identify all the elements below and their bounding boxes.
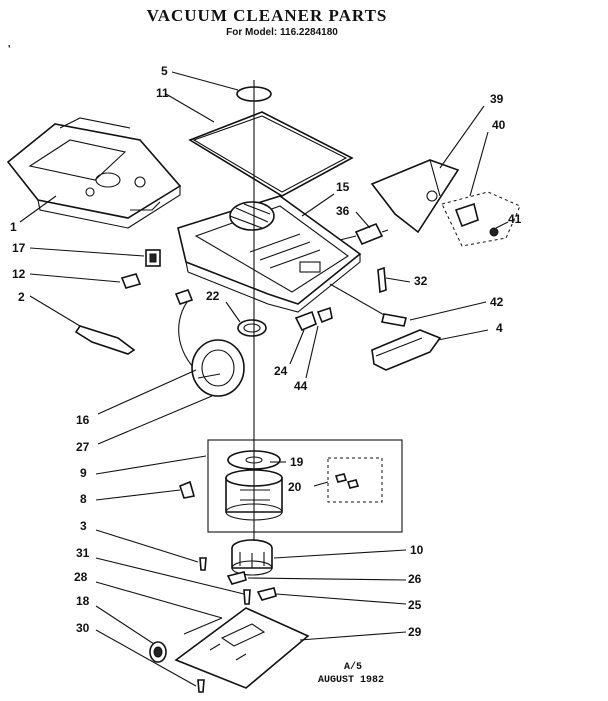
callout-17: 17 <box>12 241 26 255</box>
callout-40: 40 <box>492 118 506 132</box>
screw-part <box>294 266 387 332</box>
footer-date: AUGUST 1982 <box>318 675 385 686</box>
motor-box <box>207 439 403 533</box>
footer-code: A/5 <box>344 662 363 673</box>
callout-5: 5 <box>161 64 168 78</box>
model-number: For Model: 116.2284180 <box>226 27 338 38</box>
callout-8: 8 <box>80 492 87 506</box>
base-plate-part <box>174 607 310 689</box>
callout-32: 32 <box>414 274 428 288</box>
callout-12: 12 <box>12 267 26 281</box>
callout-16: 16 <box>76 413 90 427</box>
fan-part <box>231 539 273 576</box>
callout-44: 44 <box>294 379 308 393</box>
filter-part <box>370 159 521 247</box>
wheel-part <box>149 641 167 663</box>
callout-19: 19 <box>290 455 304 469</box>
callout-15: 15 <box>336 180 350 194</box>
callout-28: 28 <box>74 570 88 584</box>
callout-9: 9 <box>80 466 87 480</box>
screw-part <box>179 480 196 499</box>
callout-42: 42 <box>490 295 504 309</box>
screw-part <box>197 679 205 693</box>
callout-10: 10 <box>410 543 424 557</box>
callout-29: 29 <box>408 625 422 639</box>
callout-3: 3 <box>80 519 87 533</box>
callout-31: 31 <box>76 546 90 560</box>
callout-18: 18 <box>76 594 90 608</box>
callout-36: 36 <box>336 204 350 218</box>
cord-reel-part <box>174 289 267 397</box>
callout-30: 30 <box>76 621 90 635</box>
callout-1: 1 <box>10 220 17 234</box>
callout-20: 20 <box>288 480 302 494</box>
callout-25: 25 <box>408 598 422 612</box>
diagram-title: VACUUM CLEANER PARTS <box>146 6 388 25</box>
callout-4: 4 <box>496 321 503 335</box>
callout-27: 27 <box>76 440 90 454</box>
callout-22: 22 <box>206 289 220 303</box>
lid-part <box>6 117 182 229</box>
gasket-part <box>188 86 354 197</box>
switch-part <box>120 249 161 289</box>
leader-lines <box>19 71 509 687</box>
callout-11: 11 <box>156 86 169 100</box>
callout-24: 24 <box>274 364 288 378</box>
axle-part <box>183 617 223 635</box>
housing-part <box>177 195 362 313</box>
bumper-part <box>74 325 136 355</box>
motor-detail-box <box>327 457 383 503</box>
bumper-part <box>329 283 442 371</box>
screw-part <box>199 557 277 605</box>
callout-41: 41 <box>508 212 522 226</box>
corner-mark: ❜ <box>8 44 11 53</box>
callout-26: 26 <box>408 572 422 586</box>
callout-2: 2 <box>18 290 25 304</box>
callout-39: 39 <box>490 92 504 106</box>
switch-part <box>339 222 389 246</box>
